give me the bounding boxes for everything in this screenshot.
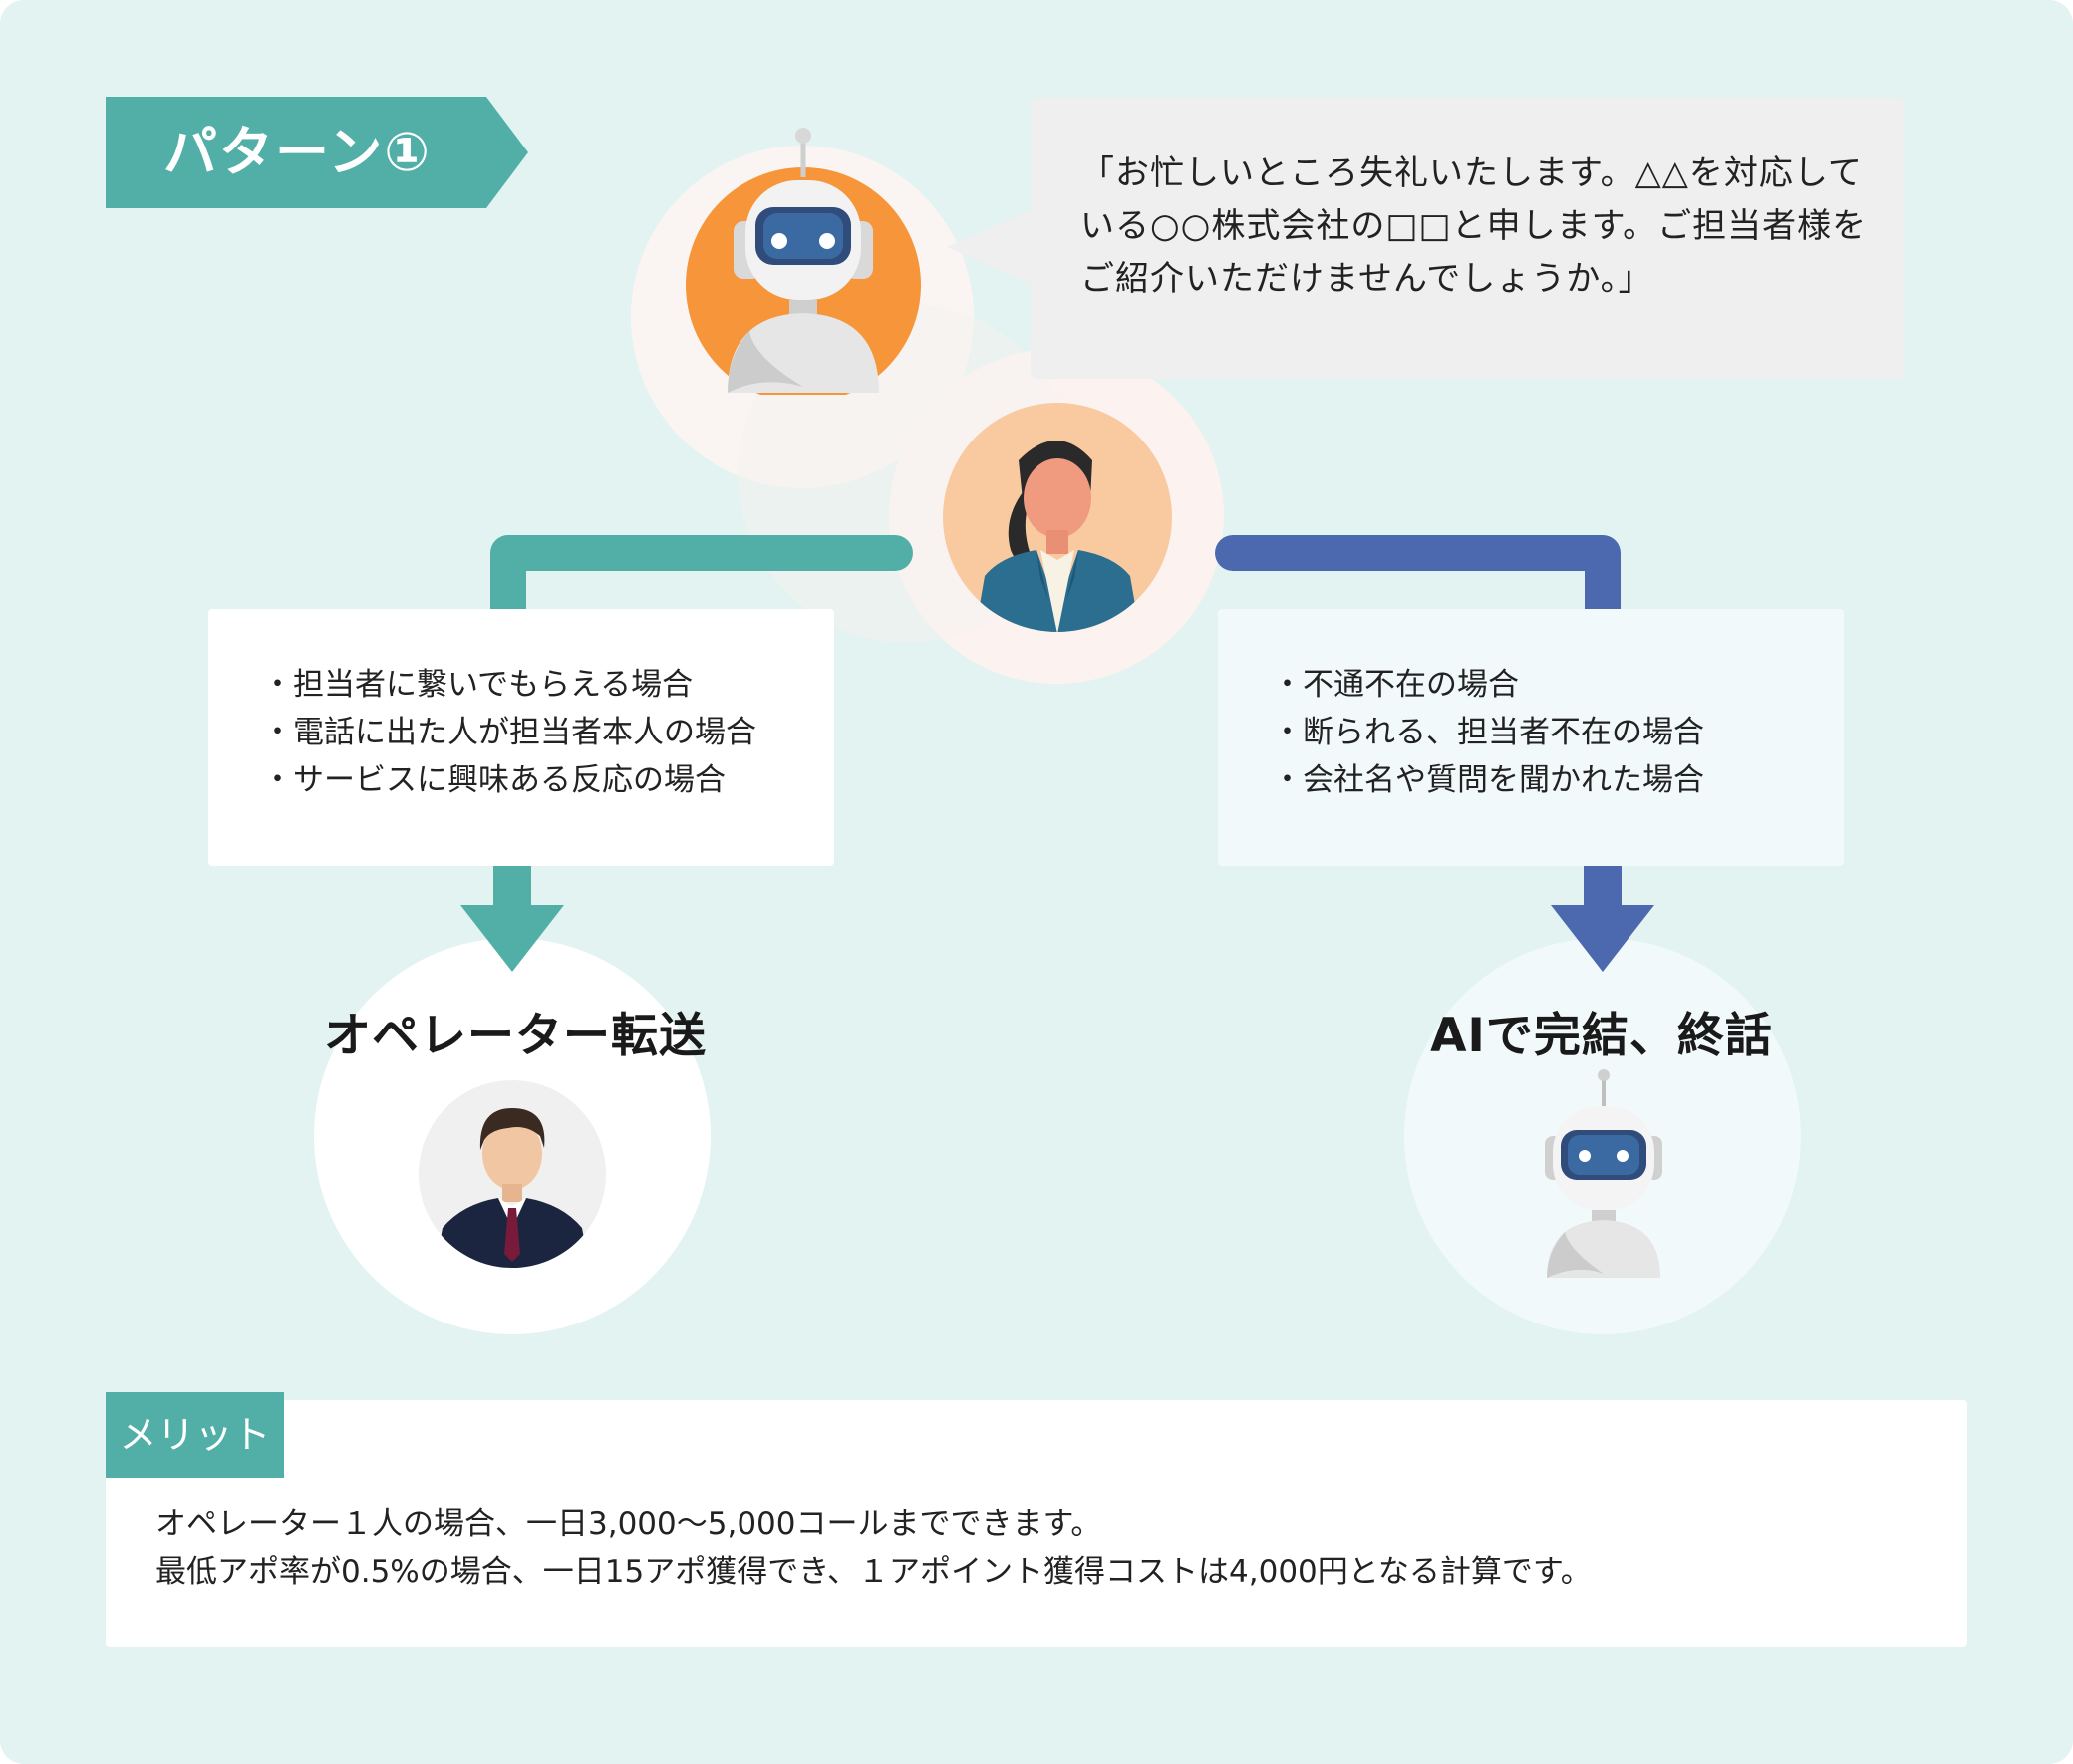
businesswoman-icon [943,403,1172,632]
left-case-list: ・担当者に繋いでもらえる場合 ・電話に出た人が担当者本人の場合 ・サービスに興味… [262,661,756,804]
left-case-item: ・サービスに興味ある反応の場合 [262,762,726,798]
pattern-tag-shape [106,97,528,208]
left-case-item: ・担当者に繋いでもらえる場合 [262,667,694,703]
right-case-item: ・断られる、担当者不在の場合 [1272,715,1704,750]
speech-bubble: 「お忙しいところ失礼いたします。△△を対応している○○株式会社の□□と申します。… [947,98,1904,379]
right-case-item: ・会社名や質問を聞かれた場合 [1272,762,1704,798]
operator-transfer-title: オペレーター転送 [324,1009,707,1063]
pattern-title: パターン① [163,121,433,183]
left-case-item: ・電話に出た人が担当者本人の場合 [262,715,756,750]
merit-text: オペレーター１人の場合、一日3,000〜5,000コールまでできます。 最低アポ… [155,1500,1592,1596]
right-case-list: ・不通不在の場合 ・断られる、担当者不在の場合 ・会社名や質問を聞かれた場合 [1272,661,1704,804]
right-down-arrow [1551,865,1654,972]
robot-icon [686,128,921,395]
robot-icon [1545,1069,1662,1278]
merit-panel [106,1400,1967,1647]
left-connector [490,535,913,628]
businessman-icon [419,1080,606,1268]
left-down-arrow [460,865,564,972]
merit-tag: メリット [106,1392,284,1478]
right-case-box: ・不通不在の場合 ・断られる、担当者不在の場合 ・会社名や質問を聞かれた場合 [1218,609,1844,866]
left-case-box: ・担当者に繋いでもらえる場合 ・電話に出た人が担当者本人の場合 ・サービスに興味… [208,609,834,866]
right-connector [1215,535,1621,628]
merit-line: オペレーター１人の場合、一日3,000〜5,000コールまでできます。 [155,1506,1102,1542]
pattern-tag: パターン① [106,97,528,208]
speech-text: 「お忙しいところ失礼いたします。△△を対応している○○株式会社の□□と申します。… [1080,153,1868,299]
ai-complete-title: AIで完結、終話 [1430,1009,1773,1063]
right-case-item: ・不通不在の場合 [1272,667,1519,703]
merit-line: 最低アポ率が0.5%の場合、一日15アポ獲得でき、１アポイント獲得コストは4,0… [155,1554,1592,1590]
bubble-tail [947,209,1033,285]
